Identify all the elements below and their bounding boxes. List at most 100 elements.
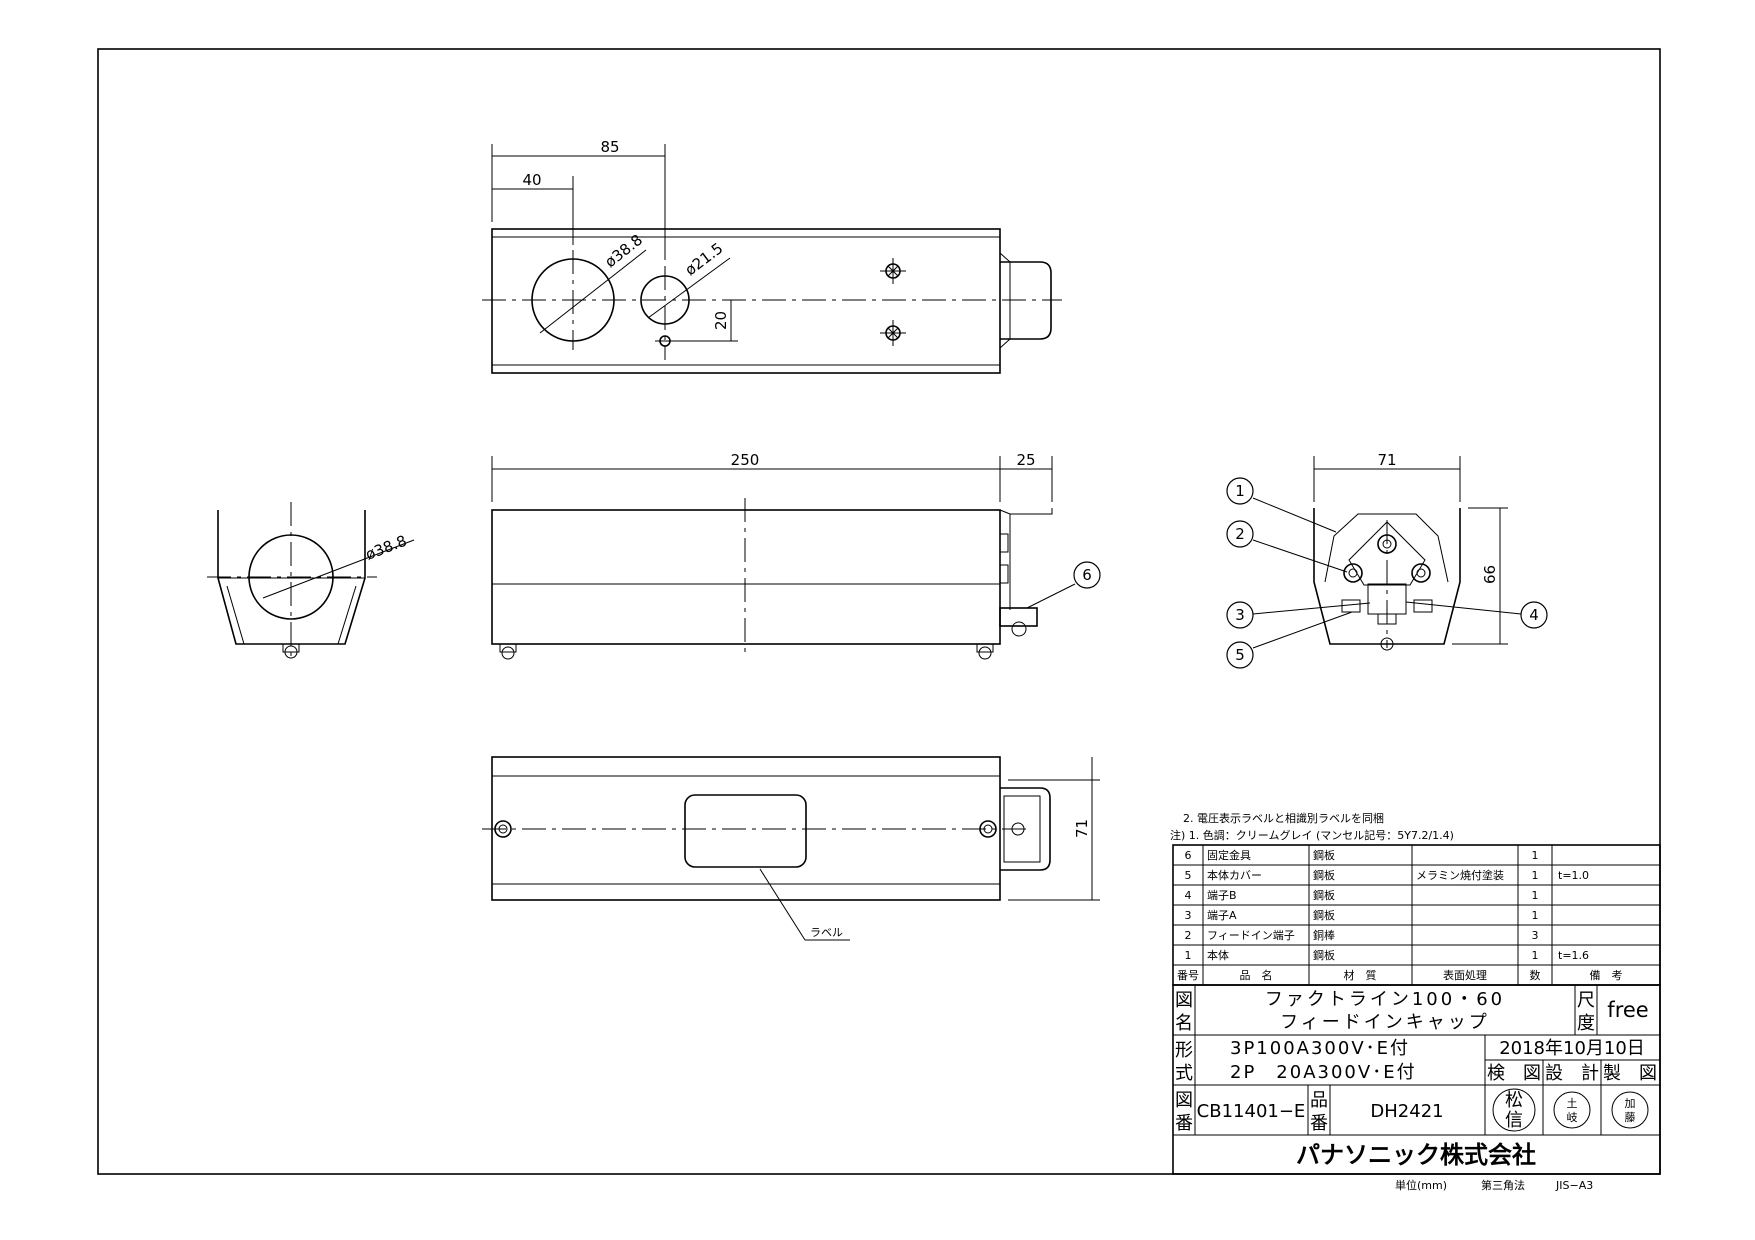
svg-text:松: 松: [1505, 1090, 1523, 1111]
parts-row-qty: 1: [1532, 869, 1539, 882]
product-no-label-1: 品: [1310, 1090, 1328, 1111]
parts-row-qty: 1: [1532, 889, 1539, 902]
dim-20: 20: [712, 311, 730, 330]
parts-row-no: 6: [1185, 849, 1192, 862]
front-foot-right: [976, 643, 994, 660]
callout-3: 3: [1235, 606, 1245, 624]
svg-text:信: 信: [1505, 1110, 1523, 1131]
dim-hole-small: ø21.5: [682, 239, 727, 279]
dim-bottom-71: 71: [1073, 819, 1091, 838]
footer-unit: 単位(mm): [1395, 1178, 1447, 1192]
drawing-name-line1: ファクトライン100・60: [1265, 989, 1505, 1010]
parts-row-surface: メラミン焼付塗装: [1416, 868, 1504, 882]
parts-row-material: 銅棒: [1313, 928, 1335, 942]
model-line2: 2P 20A300V･E付: [1230, 1062, 1417, 1083]
product-no-label-2: 番: [1310, 1113, 1328, 1134]
drawing-no-label-2: 番: [1175, 1113, 1193, 1134]
drawing-no: CB11401−E: [1197, 1101, 1306, 1122]
role-drafting: 製 図: [1603, 1063, 1657, 1084]
end-view-foot: [282, 643, 300, 659]
dim-side-71: 71: [1377, 451, 1396, 469]
callout-1: 1: [1235, 482, 1245, 500]
parts-row-no: 4: [1185, 889, 1192, 902]
svg-text:岐: 岐: [1567, 1111, 1578, 1124]
label-area: [684, 794, 807, 868]
side-view: 71 66 1 2 3 5 4: [1226, 451, 1548, 669]
drawing-no-label-1: 図: [1175, 1090, 1193, 1111]
front-foot-left: [499, 643, 517, 660]
parts-row-name: 端子A: [1207, 909, 1237, 922]
parts-row-name: フィードイン端子: [1207, 929, 1295, 942]
parts-header-material: 材 質: [1344, 968, 1377, 982]
label-callout: ラベル: [810, 926, 843, 939]
svg-text:土: 土: [1567, 1097, 1578, 1110]
title-block: 図 名 ファクトライン100・60 フィードインキャップ 尺 度 free 形 …: [1172, 984, 1661, 1175]
parts-row-material: 鋼板: [1313, 888, 1335, 902]
screw-hole-upper: [880, 258, 906, 284]
parts-row-material: 鋼板: [1313, 848, 1335, 862]
scale-label-2: 度: [1577, 1013, 1595, 1034]
parts-row-no: 1: [1185, 949, 1192, 962]
role-check: 検 図: [1487, 1063, 1541, 1084]
note-2: 2. 電圧表示ラベルと相識別ラベルを同梱: [1183, 811, 1384, 825]
product-no: DH2421: [1370, 1101, 1443, 1122]
date: 2018年10月10日: [1499, 1038, 1645, 1059]
parts-row-material: 鋼板: [1313, 868, 1335, 882]
parts-header-remarks: 備 考: [1590, 969, 1623, 982]
dim-250: 250: [731, 451, 760, 469]
parts-row-remarks: t=1.0: [1558, 869, 1589, 882]
front-view: 250 25 6: [491, 451, 1101, 660]
callout-4: 4: [1529, 606, 1539, 624]
parts-row-material: 鋼板: [1313, 948, 1335, 962]
approval-stamp-drafting: 加 藤: [1611, 1091, 1649, 1129]
parts-row-qty: 1: [1532, 849, 1539, 862]
parts-row-no: 2: [1185, 929, 1192, 942]
parts-row-qty: 1: [1532, 909, 1539, 922]
approval-stamp-check: 松 信: [1492, 1088, 1536, 1132]
company-name: パナソニック株式会社: [1296, 1141, 1536, 1169]
parts-header-no: 番号: [1177, 969, 1199, 982]
approval-stamp-design: 土 岐: [1553, 1091, 1591, 1129]
parts-list: 6 固定金具 鋼板 1 5 本体カバー 鋼板 メラミン焼付塗装 1 t=1.0 …: [1172, 844, 1661, 986]
parts-row-name: 端子B: [1207, 889, 1237, 902]
callout-5: 5: [1235, 646, 1245, 664]
parts-row-remarks: t=1.6: [1558, 949, 1589, 962]
parts-header-name: 品 名: [1240, 968, 1273, 982]
parts-row-name: 本体カバー: [1207, 868, 1262, 882]
parts-row-no: 5: [1185, 869, 1192, 882]
drawing-frame: [97, 48, 1661, 1175]
parts-row-qty: 3: [1532, 929, 1539, 942]
model-line1: 3P100A300V･E付: [1230, 1038, 1410, 1059]
front-view-body: [491, 509, 1001, 645]
parts-header-surface: 表面処理: [1443, 968, 1487, 982]
dim-40: 40: [522, 171, 541, 189]
parts-row-material: 鋼板: [1313, 908, 1335, 922]
callout-6: 6: [1082, 566, 1092, 584]
parts-row-name: 本体: [1207, 948, 1229, 962]
top-view-body: [491, 228, 1001, 374]
svg-text:加: 加: [1625, 1097, 1636, 1110]
dim-85: 85: [600, 138, 619, 156]
parts-row-no: 3: [1185, 909, 1192, 922]
drawing-name-line2: フィードインキャップ: [1280, 1012, 1490, 1033]
parts-row-name: 固定金具: [1207, 848, 1251, 862]
footer-projection: 第三角法: [1481, 1178, 1525, 1192]
scale-label-1: 尺: [1577, 990, 1595, 1011]
model-label-1: 形: [1175, 1040, 1193, 1061]
dim-end-hole: ø38.8: [363, 532, 409, 564]
screw-hole-lower: [880, 320, 906, 346]
dim-25: 25: [1016, 451, 1035, 469]
parts-row-qty: 1: [1532, 949, 1539, 962]
note-1: 注) 1. 色調：クリームグレイ (マンセル記号：5Y7.2/1.4): [1170, 828, 1454, 842]
fixing-bracket: [999, 607, 1038, 627]
end-view: ø38.8: [207, 502, 415, 659]
role-design: 設 計: [1545, 1063, 1599, 1084]
scale-value: free: [1607, 998, 1648, 1022]
parts-header-qty: 数: [1530, 969, 1541, 982]
title-label-name-2: 名: [1175, 1013, 1193, 1034]
dim-side-66: 66: [1481, 565, 1499, 584]
callout-2: 2: [1235, 525, 1245, 543]
svg-text:藤: 藤: [1625, 1111, 1636, 1124]
footer-paper: JIS−A3: [1555, 1179, 1593, 1192]
